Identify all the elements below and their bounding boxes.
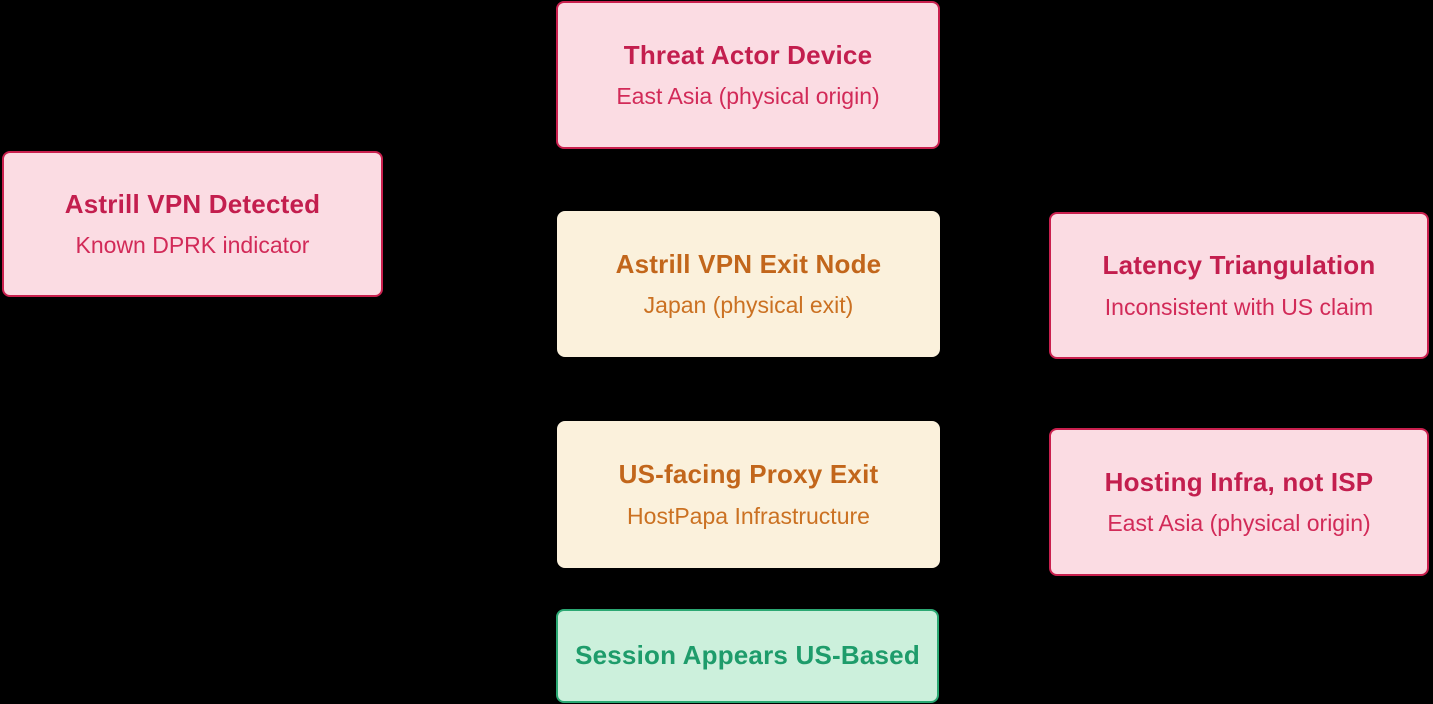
node-threat-actor-title: Threat Actor Device	[623, 39, 873, 70]
node-astrill-vpn-detected: Astrill VPN Detected Known DPRK indicato…	[2, 151, 383, 297]
node-astrill-detected-title: Astrill VPN Detected	[64, 188, 321, 219]
node-threat-actor-device: Threat Actor Device East Asia (physical …	[556, 1, 940, 149]
node-proxy-exit-subtitle: HostPapa Infrastructure	[627, 502, 870, 529]
node-threat-actor-subtitle: East Asia (physical origin)	[616, 83, 880, 110]
node-astrill-vpn-exit-node: Astrill VPN Exit Node Japan (physical ex…	[557, 211, 940, 357]
node-astrill-exit-subtitle: Japan (physical exit)	[643, 292, 854, 319]
node-astrill-exit-title: Astrill VPN Exit Node	[615, 248, 882, 279]
node-hosting-infra-subtitle: East Asia (physical origin)	[1107, 510, 1371, 537]
node-session-title: Session Appears US-Based	[575, 640, 920, 671]
node-latency-title: Latency Triangulation	[1102, 250, 1376, 281]
node-hosting-infra-not-isp: Hosting Infra, not ISP East Asia (physic…	[1049, 428, 1429, 576]
node-astrill-detected-subtitle: Known DPRK indicator	[75, 232, 310, 259]
node-latency-triangulation: Latency Triangulation Inconsistent with …	[1049, 212, 1429, 359]
node-latency-subtitle: Inconsistent with US claim	[1104, 293, 1374, 320]
node-hosting-infra-title: Hosting Infra, not ISP	[1104, 466, 1374, 497]
node-session-appears-us-based: Session Appears US-Based	[556, 609, 939, 703]
node-us-facing-proxy-exit: US-facing Proxy Exit HostPapa Infrastruc…	[557, 421, 940, 568]
node-proxy-exit-title: US-facing Proxy Exit	[618, 459, 879, 490]
